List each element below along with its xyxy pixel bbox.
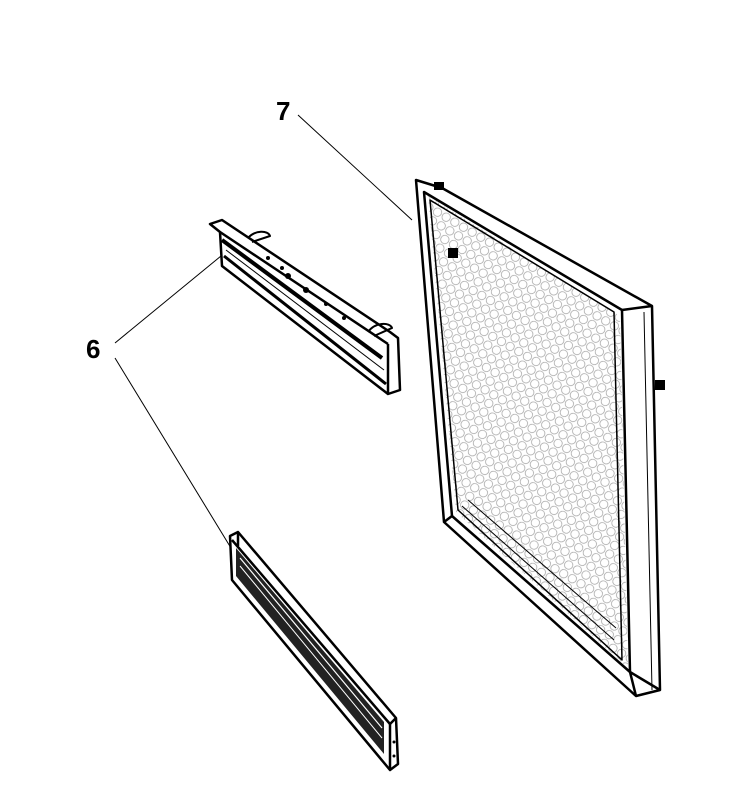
screen-frame-part-7 [414, 178, 665, 698]
callout-7-label: 7 [276, 96, 290, 126]
leader-line-6-upper [114, 255, 222, 344]
leader-line-6-lower [114, 357, 232, 549]
leader-line-7 [297, 114, 413, 221]
trim-bar-lower-part-6 [228, 530, 400, 772]
trim-bar-upper-part-6 [208, 218, 402, 396]
callout-6-label: 6 [86, 334, 100, 364]
